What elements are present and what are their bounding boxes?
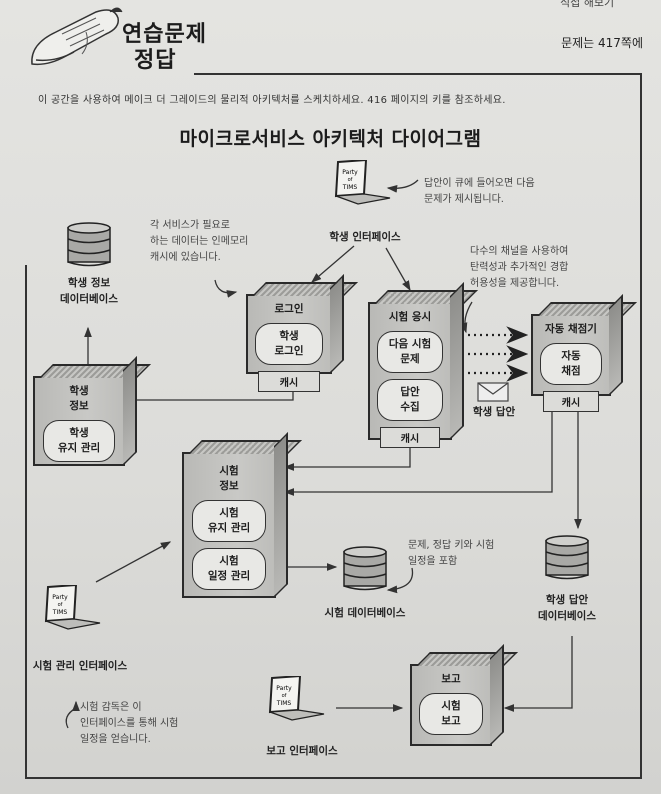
svg-text:of: of xyxy=(58,602,63,608)
frame-bottom-border xyxy=(25,777,642,779)
student-answer-message-label: 학생 답안 xyxy=(472,406,516,418)
cut-off-header-text: 직접 해보기 xyxy=(560,0,615,9)
exam-admin-interface-laptop-icon[interactable]: Party of TIMS xyxy=(40,585,102,637)
arrow-answerdb-to-report xyxy=(503,636,573,712)
envelope-icon xyxy=(477,382,509,402)
svg-text:of: of xyxy=(348,177,353,183)
svg-text:TIMS: TIMS xyxy=(276,700,292,707)
page-reference: 문제는 417쪽에 xyxy=(561,36,643,50)
annotation-arrow-proctor xyxy=(65,700,80,729)
svg-text:Party: Party xyxy=(52,594,68,601)
diagram-title: 마이크로서비스 아키텍처 다이어그램 xyxy=(179,128,482,150)
exercise-title: 연습문제 정답 xyxy=(122,22,207,74)
student-interface-laptop-icon[interactable]: Party of TIMS xyxy=(330,160,392,212)
login-cache: 캐시 xyxy=(258,371,320,392)
exam-taking-service-title: 시험 응시 xyxy=(388,311,432,323)
student-interface-label: 학생 인터페이스 xyxy=(329,231,401,243)
arrow-student-to-login xyxy=(311,245,355,283)
login-service-title: 로그인 xyxy=(274,303,304,315)
report-interface-label: 보고 인터페이스 xyxy=(266,745,338,757)
arrow-student-to-exam xyxy=(385,247,411,292)
annotation-arrow-cache xyxy=(214,279,238,298)
student-info-database-label: 학생 정보 데이터베이스 xyxy=(60,277,118,305)
instruction-text: 이 공간을 사용하여 메이크 더 그레이드의 물리적 아키텍처를 스케치하세요.… xyxy=(38,95,506,106)
arrow-grader-to-examinfo xyxy=(283,398,553,496)
arrow-exam-to-examinfo xyxy=(283,440,411,471)
svg-text:TIMS: TIMS xyxy=(52,609,68,616)
exercise-title-line2: 정답 xyxy=(134,48,177,73)
frame-top-border xyxy=(194,73,642,75)
frame-right-border xyxy=(640,73,642,778)
arrow-admin-to-examinfo xyxy=(95,541,172,583)
sneaker-illustration xyxy=(31,7,123,66)
svg-text:of: of xyxy=(282,693,287,699)
screen-text: Party xyxy=(342,169,358,176)
student-info-database-icon xyxy=(67,222,111,267)
annotation-arrow-channels xyxy=(459,301,473,334)
auto-grader-service-title: 자동 채점기 xyxy=(545,323,597,335)
exam-database-label: 시험 데이터베이스 xyxy=(324,607,406,619)
frame-left-border xyxy=(25,265,27,778)
student-answer-database-label: 학생 답안 데이터베이스 xyxy=(538,594,596,622)
exam-database-icon xyxy=(343,546,387,591)
student-answer-database-icon xyxy=(545,535,589,580)
exam-admin-interface-label: 시험 관리 인터페이스 xyxy=(32,660,128,672)
report-interface-laptop-icon[interactable]: Party of TIMS xyxy=(264,676,326,728)
svg-text:TIMS: TIMS xyxy=(342,184,358,191)
exam-taking-cache: 캐시 xyxy=(380,427,440,448)
exercise-title-line1: 연습문제 xyxy=(122,22,207,47)
annotation-arrow-examdb xyxy=(386,567,414,594)
auto-grader-cache: 캐시 xyxy=(542,391,600,412)
annotation-arrow-next xyxy=(386,179,419,193)
svg-text:Party: Party xyxy=(276,685,292,692)
reporting-service-title: 보고 xyxy=(441,673,461,685)
